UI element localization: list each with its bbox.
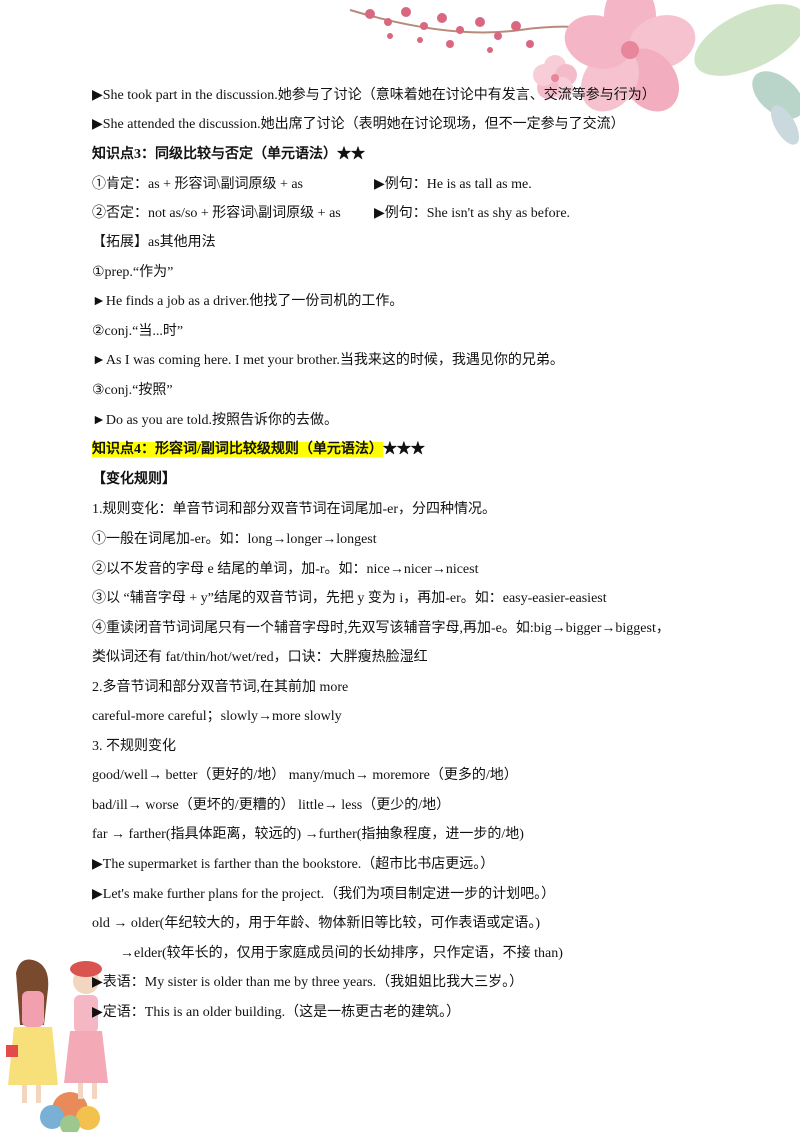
rule-1: 1.规则变化：单音节词和部分双音节词在词尾加-er，分四种情况。 [92,502,497,517]
extension-heading: 【拓展】as其他用法 [92,235,216,250]
affirmative-rule-text: ①肯定：as + 形容词\副词原级 + as [92,177,304,192]
irregular-old: old → older(年纪较大的，用于年龄、物体新旧等比较，可作表语或定语。) [92,916,540,931]
example-took-part: ▶She took part in the discussion.她参与了讨论（… [92,88,656,103]
rule-3: 3. 不规则变化 [92,739,176,754]
irregular-bad-little: bad/ill→ worse（更坏的/更糟的） little→ less（更少的… [92,798,451,813]
section-heading-4-stars: ★★★ [382,442,425,457]
predicative-example: ▶表语：My sister is older than me by three … [92,975,524,990]
as-prep-example: ►He finds a job as a driver.他找了一份司机的工作。 [92,294,404,309]
irregular-elder: →elder(较年长的，仅用于家庭成员间的长幼排序，只作定语，不接 than) [120,946,563,961]
as-prep-item: ①prep.“作为” [92,265,174,280]
farther-example: ▶The supermarket is farther than the boo… [92,857,495,872]
rule-1-case-4: ④重读闭音节词词尾只有一个辅音字母时,先双写该辅音字母,再加-e。如:big→b… [92,621,670,636]
further-example: ▶Let's make further plans for the projec… [92,887,556,902]
as-conj-according-example: ►Do as you are told.按照告诉你的去做。 [92,413,338,428]
as-conj-when-item: ②conj.“当...时” [92,324,184,339]
rule-1-case-3: ③以 “辅音字母 + y”结尾的双音节词，先把 y 变为 i，再加-er。如：e… [92,591,607,606]
negative-rule: ②否定：not as/so + 形容词\副词原级 + as ▶例句：She isn… [92,204,570,224]
rule-2-example: careful-more careful；slowly→more slowly [92,709,342,724]
irregular-good-many: good/well→ better（更好的/地） many/much→ more… [92,768,518,783]
section-heading-4: 知识点4：形容词/副词比较级规则（单元语法）★★★ [92,440,425,460]
as-conj-according-item: ③conj.“按照” [92,383,173,398]
section-heading-3: 知识点3：同级比较与否定（单元语法）★★ [92,147,365,162]
rule-1-case-2: ②以不发音的字母 e 结尾的单词，加-r。如：nice→nicer→nicest [92,562,479,577]
irregular-far: far → farther(指具体距离，较远的) →further(指抽象程度，… [92,827,524,842]
as-conj-when-example: ►As I was coming here. I met your brothe… [92,353,564,368]
attributive-example: ▶定语：This is an older building.（这是一栋更古老的建… [92,1005,461,1020]
negative-rule-text: ②否定：not as/so + 形容词\副词原级 + as [92,206,341,221]
affirmative-example: ▶例句：He is as tall as me. [374,177,532,192]
change-rules-heading: 【变化规则】 [92,472,176,487]
section-heading-4-text: 知识点4：形容词/副词比较级规则（单元语法） [92,442,383,457]
example-attended: ▶She attended the discussion.她出席了讨论（表明她在… [92,117,625,132]
negative-example: ▶例句：She isn't as shy as before. [374,206,571,221]
affirmative-rule: ①肯定：as + 形容词\副词原级 + as ▶例句：He is as tall … [92,175,532,195]
rule-1-case-4-cont: 类似词还有 fat/thin/hot/wet/red，口诀：大胖瘦热脸湿红 [92,650,428,665]
rule-2: 2.多音节词和部分双音节词,在其前加 more [92,680,349,695]
rule-1-case-1: ①一般在词尾加-er。如：long→longer→longest [92,532,377,547]
